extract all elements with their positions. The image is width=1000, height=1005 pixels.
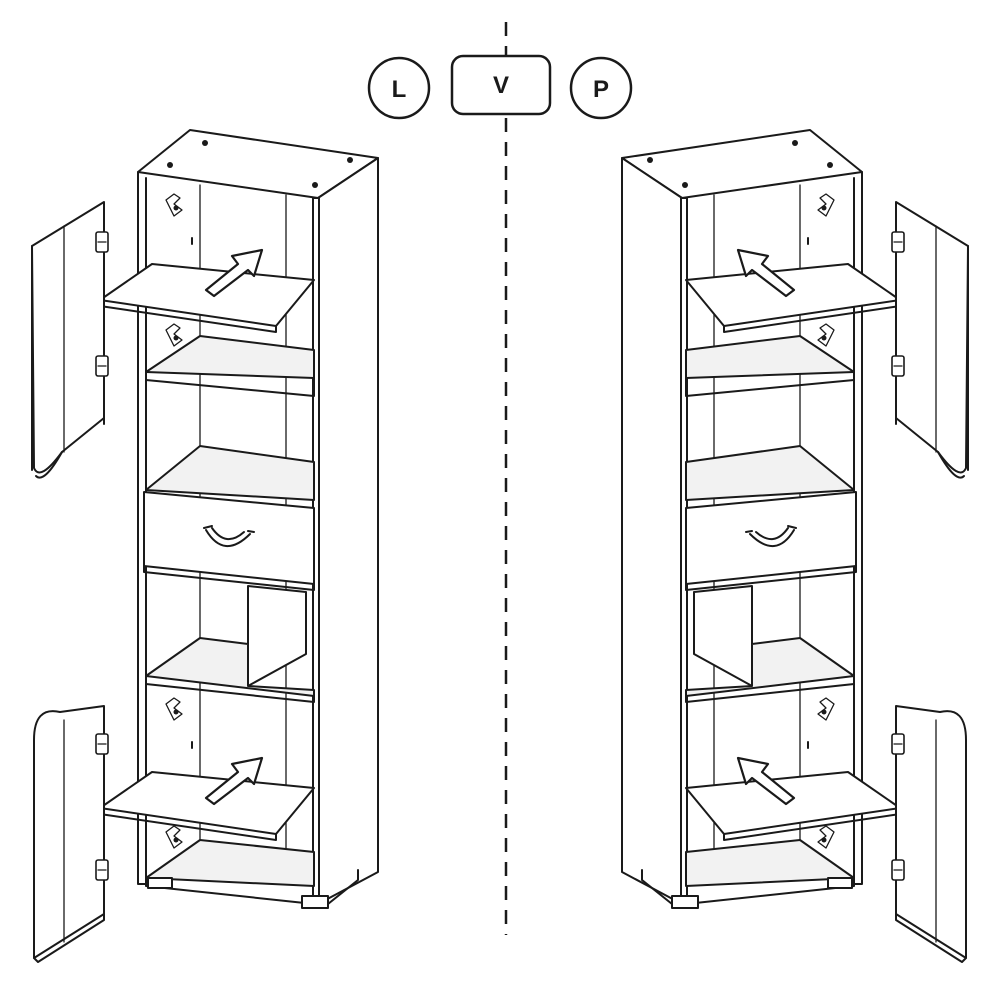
variant-left-label: L [392, 76, 407, 103]
cabinet-right-variant [620, 128, 970, 964]
variant-center-label: V [493, 72, 509, 99]
cabinet-left-variant [30, 128, 380, 964]
variant-right-badge: P [569, 56, 633, 120]
variant-center-badge: V [450, 54, 552, 116]
variant-right-label: P [593, 76, 609, 103]
variant-left-badge: L [367, 56, 431, 120]
